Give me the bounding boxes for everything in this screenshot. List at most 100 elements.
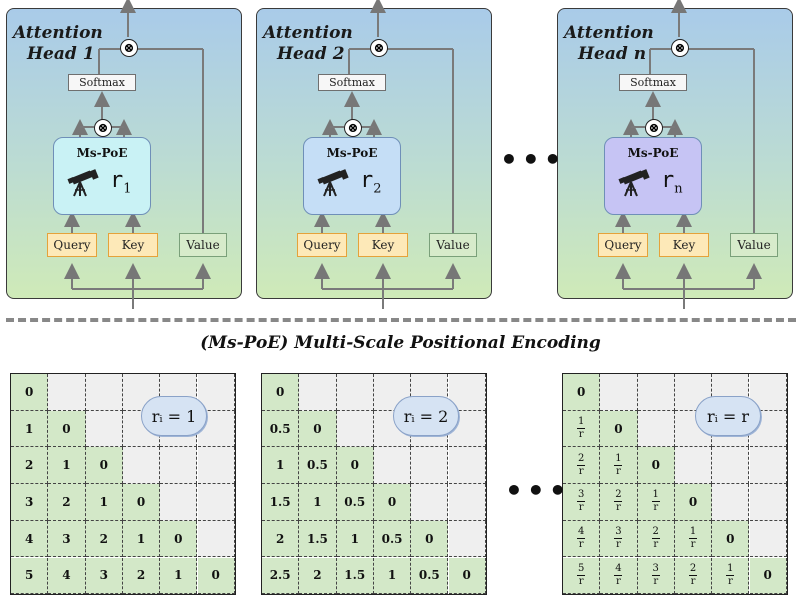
fraction-denominator: r	[578, 502, 584, 514]
matrix-cell: 0.5	[411, 557, 449, 595]
matrix-cell: 2.5	[262, 557, 300, 595]
query-box: Query	[598, 233, 648, 257]
head-title-line1: Attention	[564, 23, 654, 43]
scale-ratio-symbol: r	[110, 168, 124, 193]
head-title-line2: Head 2	[277, 44, 345, 64]
multiply-node: ⊗	[94, 119, 112, 137]
mspoe-title: Ms-PoE	[627, 146, 679, 160]
matrix-cell: 0	[373, 484, 412, 521]
matrix-cell	[85, 410, 123, 448]
fraction-denominator: r	[727, 575, 733, 587]
matrix-cell: 3	[85, 557, 123, 595]
matrix-cell: 0	[122, 484, 161, 521]
scale-bubble: rᵢ = 1	[141, 396, 207, 436]
fraction-denominator: r	[616, 575, 621, 587]
head-title-line2: Head n	[578, 44, 647, 64]
diagram-caption: (Ms-PoE) Multi-Scale Positional Encoding	[200, 333, 601, 353]
matrix-cell	[411, 447, 449, 485]
matrix-cell: 0	[48, 410, 86, 448]
matrix-cell: 2	[11, 447, 49, 485]
fraction-numerator: 2	[577, 452, 585, 464]
matrix-cell: 0	[85, 447, 123, 485]
matrix-cell: 0	[637, 447, 675, 485]
scale-ratio: r1	[110, 168, 132, 196]
matrix-cell	[448, 520, 486, 558]
matrix-cell: 1	[11, 410, 49, 448]
key-box: Key	[659, 233, 709, 257]
telescope-icon	[66, 168, 100, 201]
matrix-cell: 0	[749, 557, 787, 595]
matrix-cell: 4	[11, 520, 49, 558]
fraction-numerator: 3	[615, 526, 622, 538]
fraction-numerator: 4	[615, 562, 622, 574]
fraction-denominator: r	[616, 539, 621, 551]
matrix-cell	[197, 447, 235, 485]
fraction-denominator: r	[578, 575, 584, 587]
scale-ratio-index: n	[674, 181, 683, 197]
mspoe-title: Ms-PoE	[326, 146, 378, 160]
value-box: Value	[179, 233, 227, 257]
query-box: Query	[47, 233, 97, 257]
matrix-cell	[712, 484, 750, 521]
scale-ratio-index: 2	[373, 181, 382, 197]
fraction-numerator: 1	[652, 489, 659, 501]
matrix-cell	[637, 410, 675, 448]
softmax-box: Softmax	[68, 74, 136, 91]
query-box: Query	[297, 233, 347, 257]
matrix-cell: 0.5	[336, 484, 374, 521]
head-title-line2: Head 1	[27, 44, 95, 64]
fraction-denominator: r	[616, 502, 621, 514]
fraction-denominator: r	[653, 502, 659, 514]
matrix-cell	[160, 484, 198, 521]
fraction-numerator: 1	[615, 452, 622, 464]
matrix-cell: 0	[411, 520, 449, 558]
fraction-denominator: r	[578, 429, 584, 441]
fraction-denominator: r	[578, 465, 584, 477]
head-title-line1: Attention	[263, 23, 353, 43]
fraction-numerator: 2	[652, 526, 659, 538]
fraction-numerator: 1	[689, 526, 697, 538]
matrix-cell	[197, 520, 235, 558]
fraction-denominator: r	[690, 575, 696, 587]
matrix-cell: 0.5	[299, 447, 337, 485]
fraction-numerator: 2	[615, 489, 622, 501]
multiply-node: ⊗	[120, 39, 138, 57]
matrix-cell: 0	[160, 520, 198, 558]
head-arrows	[314, 0, 461, 309]
matrix-cell: 3	[11, 484, 49, 521]
matrix-cell: 3	[48, 520, 86, 558]
fraction-denominator: r	[616, 465, 621, 477]
matrix-cell	[749, 484, 787, 521]
matrix-cell: 0.5	[262, 410, 300, 448]
matrix-cell: 0	[197, 557, 235, 595]
fraction-denominator: r	[653, 575, 659, 587]
fraction-numerator: 4	[577, 526, 585, 538]
fraction-numerator: 5	[577, 562, 585, 574]
matrix-cell	[336, 410, 374, 448]
head-ellipsis: •••	[500, 143, 566, 176]
matrix-cell: 1.5	[262, 484, 300, 521]
matrix-cell: 2	[262, 520, 300, 558]
